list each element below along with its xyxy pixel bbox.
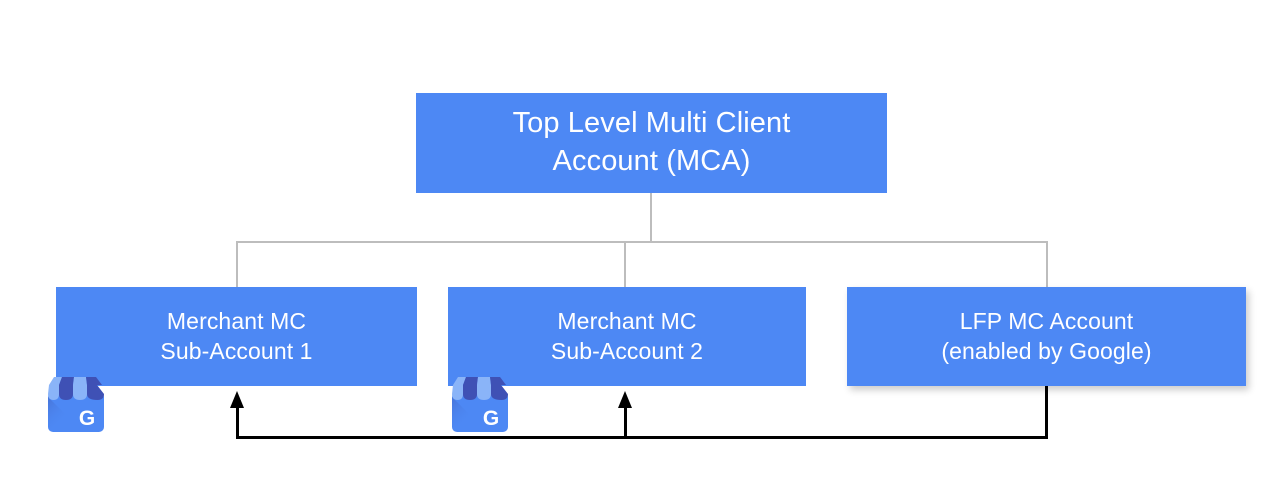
connector-drop-lfp-account — [1046, 241, 1048, 288]
lfp-mc-account-node: LFP MC Account (enabled by Google) — [847, 287, 1246, 386]
top-level-mca-label: Top Level Multi Client Account (MCA) — [512, 107, 791, 177]
gmb-letter-g: G — [79, 407, 95, 430]
arrowhead-sub-account-1 — [230, 391, 244, 408]
connector-mca-stem — [650, 193, 652, 243]
google-my-business-icon: G — [452, 377, 508, 432]
lfp-mc-account-label: LFP MC Account (enabled by Google) — [941, 307, 1152, 364]
connector-drop-sub-account-1 — [236, 241, 238, 288]
merchant-sub-account-2-label: Merchant MC Sub-Account 2 — [550, 307, 704, 364]
feedback-line-from-lfp-account — [1045, 386, 1048, 438]
feedback-line-to-sub-account-1 — [236, 405, 239, 438]
merchant-sub-account-2-node: Merchant MC Sub-Account 2 — [448, 287, 806, 386]
connector-drop-sub-account-2 — [624, 241, 626, 288]
top-level-mca-node: Top Level Multi Client Account (MCA) — [416, 93, 887, 193]
google-my-business-icon: G — [48, 377, 104, 432]
merchant-sub-account-1-label: Merchant MC Sub-Account 1 — [160, 307, 313, 364]
feedback-line-to-sub-account-2 — [624, 405, 627, 438]
gmb-letter-g: G — [483, 407, 499, 430]
connector-horizontal-bar — [236, 241, 1048, 243]
arrowhead-sub-account-2 — [618, 391, 632, 408]
feedback-horizontal-line — [236, 436, 1048, 439]
merchant-sub-account-1-node: Merchant MC Sub-Account 1 — [56, 287, 417, 386]
